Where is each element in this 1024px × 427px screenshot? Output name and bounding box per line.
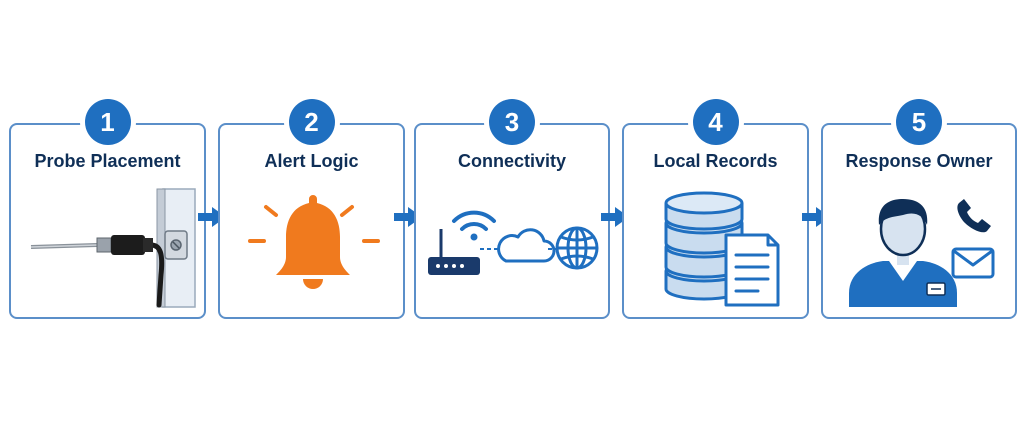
- step-card-response-owner: 5 Response Owner: [821, 99, 1017, 319]
- router-cloud-globe-icon: [428, 210, 599, 275]
- step-card-connectivity: 3 Connectivity: [414, 99, 610, 319]
- database-document-icon: [664, 191, 780, 307]
- step-title: Connectivity: [457, 151, 567, 171]
- step-number-badge: 5: [896, 99, 942, 145]
- person-phone-mail-icon: [849, 199, 995, 307]
- step-number-badge: 3: [489, 99, 535, 145]
- step-number-badge: 4: [692, 99, 739, 145]
- step-card-probe-placement: 1 Probe Placement: [9, 99, 206, 319]
- step-title: Probe Placement: [34, 151, 181, 171]
- step-title: Local Records: [653, 151, 778, 171]
- step-title: Alert Logic: [264, 151, 359, 171]
- temperature-probe-icon: [30, 188, 196, 308]
- step-card-local-records: 4 Local Records: [622, 99, 809, 319]
- step-number-badge: 2: [288, 99, 335, 145]
- step-number-badge: 1: [84, 99, 131, 145]
- step-card-alert-logic: 2 Alert Logic: [218, 99, 405, 319]
- alert-bell-icon: [248, 195, 380, 289]
- step-title: Response Owner: [845, 151, 993, 171]
